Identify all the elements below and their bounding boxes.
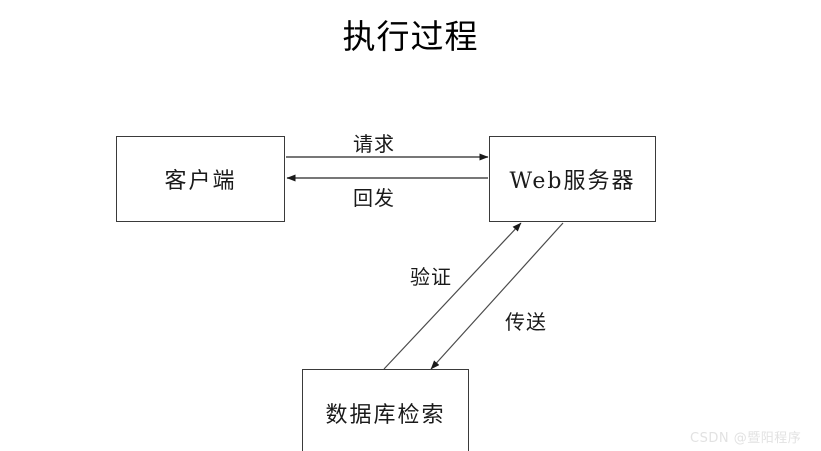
node-client[interactable]: 客户端 bbox=[116, 136, 285, 222]
edge-label-postback: 回发 bbox=[353, 186, 395, 210]
page-title: 执行过程 bbox=[342, 17, 479, 56]
node-client-label: 客户端 bbox=[164, 169, 237, 194]
edge-verify-line bbox=[383, 222, 522, 370]
node-database-label: 数据库检索 bbox=[325, 403, 446, 428]
edge-label-request: 请求 bbox=[353, 132, 395, 156]
edge-label-verify: 验证 bbox=[410, 265, 452, 289]
edge-label-transmit: 传送 bbox=[505, 310, 547, 334]
edge-transmit-line bbox=[430, 222, 564, 370]
node-webserver-label: Web服务器 bbox=[509, 169, 636, 194]
node-webserver[interactable]: Web服务器 bbox=[489, 136, 656, 222]
csdn-watermark: CSDN @暨阳程序 bbox=[690, 431, 802, 446]
node-database[interactable]: 数据库检索 bbox=[302, 369, 469, 451]
